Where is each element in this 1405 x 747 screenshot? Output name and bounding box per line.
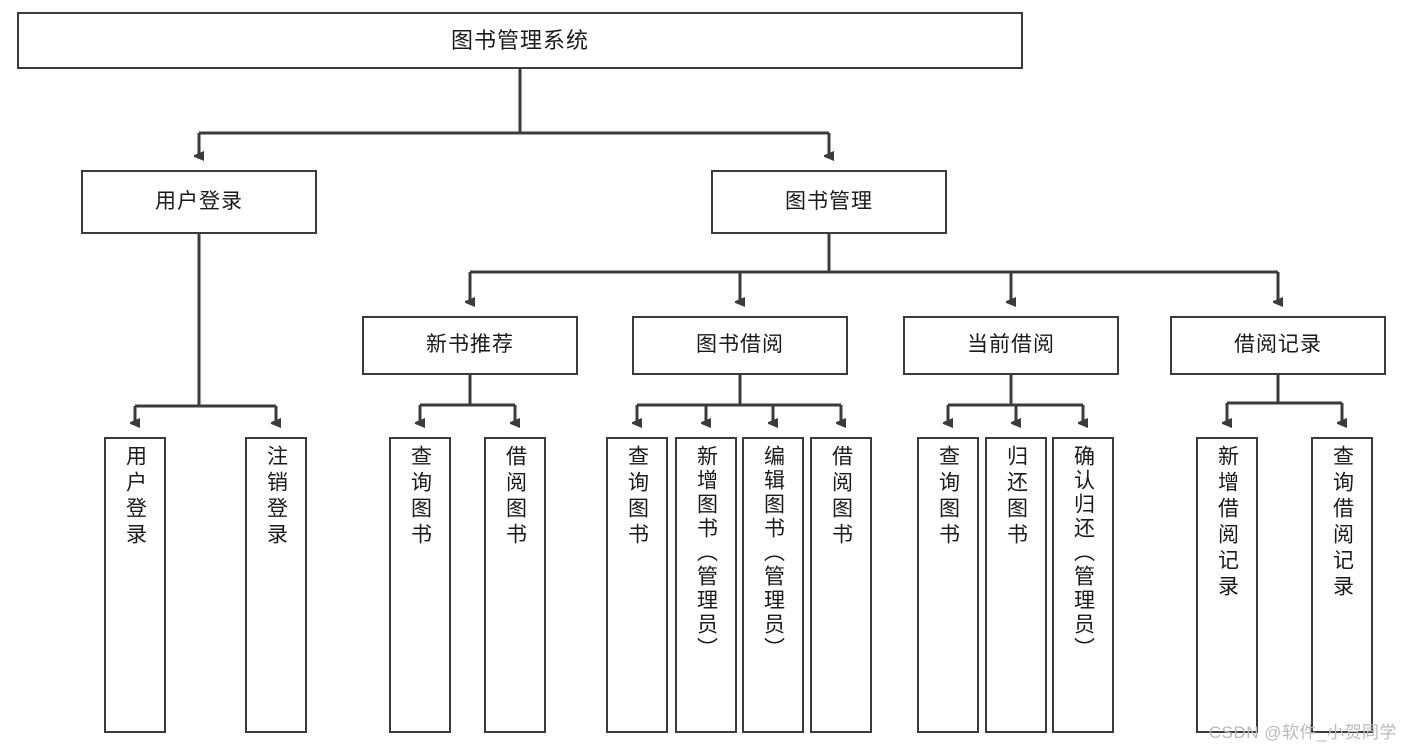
node-new-book-recommend-label: 新书推荐 [426, 333, 514, 357]
node-leaf-user-login[interactable]: 用户登录 [104, 437, 166, 733]
node-leaf-edit-book-label: 编辑图书（管理员） [761, 445, 785, 661]
node-user-login[interactable]: 用户登录 [81, 170, 317, 234]
node-leaf-query-record[interactable]: 查询借阅记录 [1311, 437, 1373, 733]
node-leaf-query-book-2-label: 查询图书 [625, 445, 649, 549]
node-leaf-borrow-book-1-label: 借阅图书 [503, 445, 527, 549]
node-leaf-borrow-book-1[interactable]: 借阅图书 [484, 437, 546, 733]
node-book-management[interactable]: 图书管理 [711, 170, 947, 234]
node-book-management-label: 图书管理 [785, 189, 873, 213]
node-leaf-add-book-label: 新增图书（管理员） [694, 445, 718, 661]
node-leaf-return-book[interactable]: 归还图书 [985, 437, 1047, 733]
node-leaf-query-book-3-label: 查询图书 [936, 445, 960, 549]
node-leaf-borrow-book-2-label: 借阅图书 [829, 445, 853, 549]
node-leaf-query-record-label: 查询借阅记录 [1330, 445, 1354, 601]
node-leaf-user-login-label: 用户登录 [123, 445, 147, 549]
node-root-label: 图书管理系统 [450, 27, 589, 53]
node-leaf-query-book-1-label: 查询图书 [408, 445, 432, 549]
node-leaf-query-book-3[interactable]: 查询图书 [917, 437, 979, 733]
node-leaf-add-record[interactable]: 新增借阅记录 [1196, 437, 1258, 733]
node-leaf-edit-book[interactable]: 编辑图书（管理员） [742, 437, 804, 733]
node-root[interactable]: 图书管理系统 [17, 12, 1023, 69]
node-new-book-recommend[interactable]: 新书推荐 [362, 316, 578, 375]
node-leaf-user-logout-label: 注销登录 [264, 445, 288, 549]
node-current-borrow-label: 当前借阅 [967, 333, 1055, 357]
node-borrow-record[interactable]: 借阅记录 [1170, 316, 1386, 375]
node-leaf-add-record-label: 新增借阅记录 [1215, 445, 1239, 601]
node-leaf-add-book[interactable]: 新增图书（管理员） [675, 437, 737, 733]
node-leaf-borrow-book-2[interactable]: 借阅图书 [810, 437, 872, 733]
node-current-borrow[interactable]: 当前借阅 [903, 316, 1119, 375]
node-leaf-query-book-2[interactable]: 查询图书 [606, 437, 668, 733]
node-leaf-confirm-return-label: 确认归还（管理员） [1071, 445, 1095, 661]
node-leaf-user-logout[interactable]: 注销登录 [245, 437, 307, 733]
csdn-watermark: CSDN @软件_小贺同学 [1208, 723, 1397, 742]
node-leaf-return-book-label: 归还图书 [1004, 445, 1028, 549]
node-book-borrow[interactable]: 图书借阅 [632, 316, 848, 375]
node-book-borrow-label: 图书借阅 [696, 333, 784, 357]
node-leaf-query-book-1[interactable]: 查询图书 [389, 437, 451, 733]
node-user-login-label: 用户登录 [155, 189, 243, 213]
node-borrow-record-label: 借阅记录 [1234, 333, 1322, 357]
node-leaf-confirm-return[interactable]: 确认归还（管理员） [1052, 437, 1114, 733]
